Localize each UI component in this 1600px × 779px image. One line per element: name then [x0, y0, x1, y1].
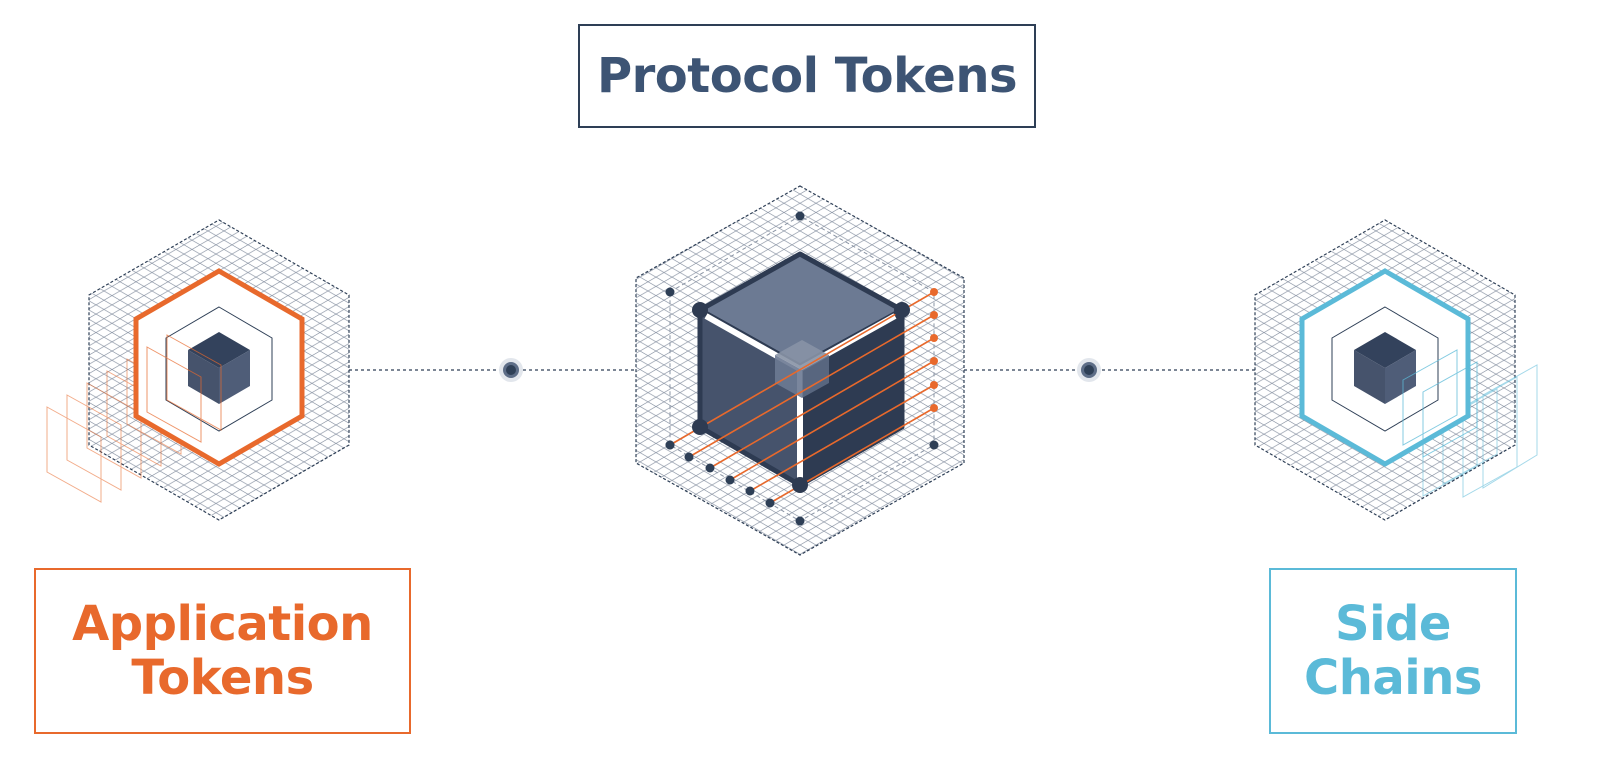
- connector-node-right: [1077, 358, 1101, 382]
- side-chains-label: Side Chains: [1269, 568, 1517, 734]
- rail-endpoints-navy: [665, 440, 775, 508]
- side-chains-line2: Chains: [1304, 650, 1482, 706]
- side-chains-cube-icon: [1354, 332, 1416, 404]
- protocol-tokens-label: Protocol Tokens: [578, 24, 1036, 128]
- side-chains-hexagon: [1254, 219, 1538, 521]
- protocol-hexagon: [635, 185, 965, 556]
- connector-node-left: [499, 358, 523, 382]
- protocol-tokens-text: Protocol Tokens: [596, 48, 1018, 104]
- blue-outline-panels: [1422, 364, 1538, 498]
- application-tokens-line1: Application: [72, 596, 373, 652]
- application-cube-icon: [188, 332, 250, 404]
- application-tokens-line2: Tokens: [131, 650, 314, 706]
- cube-vertex-nodes: [692, 302, 910, 493]
- rail-endpoints-orange: [930, 288, 938, 412]
- application-tokens-label: Application Tokens: [34, 568, 411, 734]
- application-tokens-hexagon: [46, 219, 350, 521]
- side-chains-line1: Side: [1335, 596, 1451, 652]
